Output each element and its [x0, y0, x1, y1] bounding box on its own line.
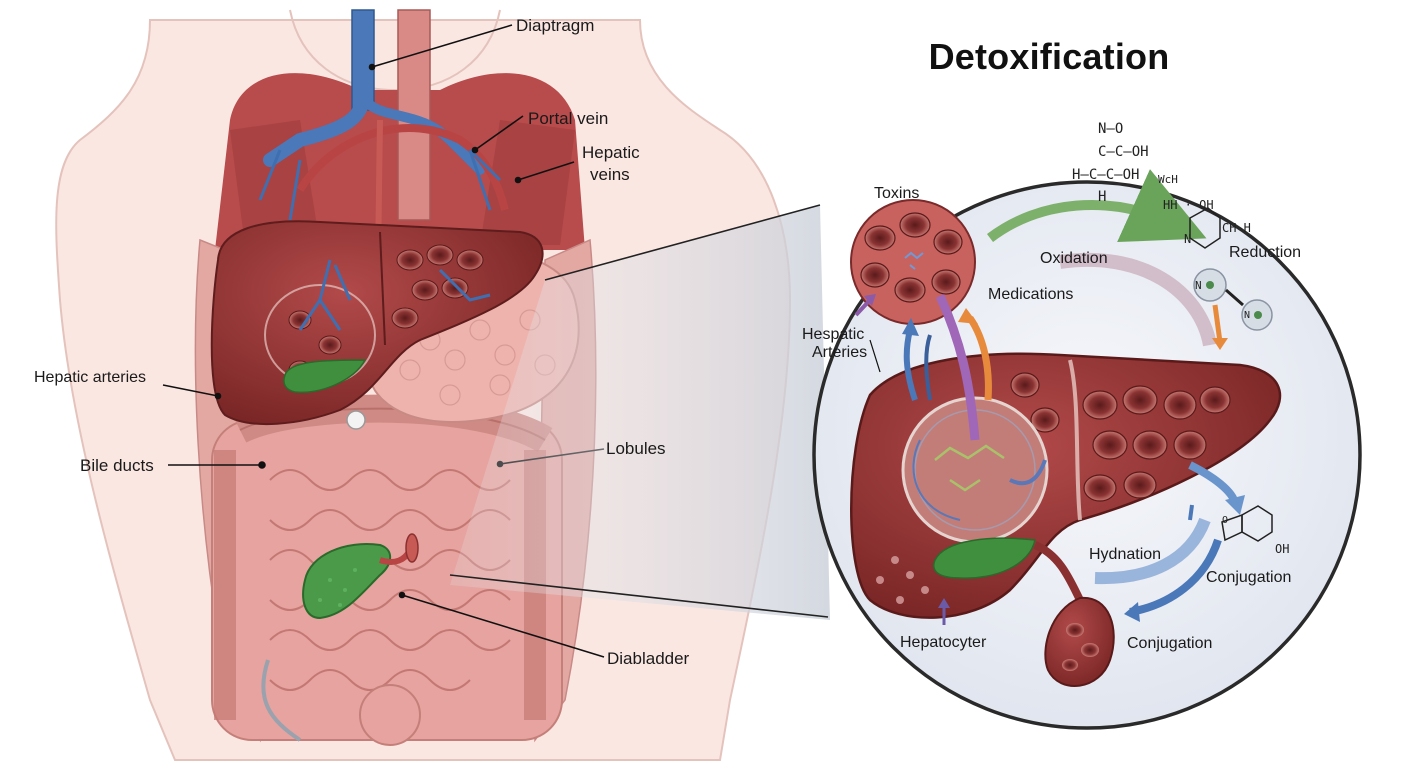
intestines — [211, 394, 563, 746]
small-duct-node — [346, 410, 366, 430]
label-hepatic-arteries: Hepatic arteries — [34, 369, 147, 386]
label-hepatocyter: Hepatocyter — [900, 634, 987, 651]
chem-ring-right: CH H — [1222, 221, 1251, 235]
label-hydnation: Hydnation — [1089, 546, 1162, 563]
label-diaphragm: Diaptragm — [516, 16, 595, 35]
label-diabladder: Diabladder — [607, 649, 690, 668]
chem-line-3: H—C—C—OH — [1072, 167, 1140, 183]
label-reduction: Reduction — [1229, 244, 1302, 261]
chem-line-3-tail: WcH — [1158, 173, 1178, 186]
chem-oh-small: OH — [1275, 542, 1290, 556]
chem-o-small: O — [1222, 515, 1229, 526]
label-hespatic-arteries-line1: Hespatic — [802, 326, 865, 343]
label-bile-ducts: Bile ducts — [80, 456, 154, 475]
label-conjugation-right: Conjugation — [1206, 569, 1292, 586]
zoom-cone — [450, 205, 830, 620]
label-lobules: Lobules — [606, 439, 666, 458]
inset-liver — [850, 352, 1282, 687]
label-hepatic-veins-line2: veins — [590, 165, 630, 184]
label-hepatic-veins-line1: Hepatic — [582, 143, 640, 162]
label-portal-vein: Portal vein — [528, 109, 609, 128]
chem-line-2: C—C—OH — [1098, 144, 1149, 160]
gallbladder — [302, 533, 419, 620]
label-conjugation-bottom: Conjugation — [1127, 635, 1213, 652]
label-hespatic-arteries-line2: Arteries — [812, 344, 868, 361]
chem-ring-n: N — [1184, 232, 1192, 246]
chem-line-1: N—O — [1098, 121, 1124, 137]
chem-ring-top: HH · OH — [1163, 198, 1214, 212]
detox-inset — [812, 169, 1362, 730]
label-medications: Medications — [988, 286, 1074, 303]
chem-n-small-2: N — [1244, 310, 1251, 321]
chem-line-4: H — [1098, 189, 1107, 205]
great-vessels — [258, 9, 509, 261]
label-oxidation: Oxidation — [1040, 250, 1108, 267]
chem-n-small-1: N — [1195, 279, 1202, 292]
label-toxins: Toxins — [874, 185, 920, 202]
toxin-cell — [850, 199, 976, 325]
liver-body — [210, 220, 544, 426]
page-title: Detoxification — [928, 36, 1170, 77]
